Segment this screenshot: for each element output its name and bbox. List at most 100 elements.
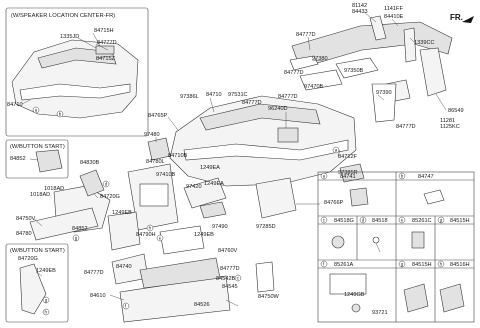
svg-text:f: f <box>323 262 325 267</box>
label-84710: 84710 <box>206 92 222 98</box>
center-fascia-opening <box>139 183 169 207</box>
label-97531C: 97531C <box>228 92 248 98</box>
label-84777D-g: 84777D <box>220 266 240 272</box>
label-84710-inset: 84710 <box>7 102 23 108</box>
callout-circles: a d e c f g h <box>72 146 340 310</box>
label-84710B: 84710B <box>168 153 188 159</box>
label-84720G: 84720G <box>100 194 120 200</box>
parts-cell-c: c 84518G <box>320 216 354 249</box>
parts-cell-e: e 85261C <box>398 216 432 249</box>
cross-bar-support <box>419 47 447 97</box>
svg-text:d: d <box>362 218 365 223</box>
label-97420: 97420 <box>186 184 202 190</box>
glove-box-frame <box>255 177 297 219</box>
main-labels: 81142 84433 1141FF 84410E 1339CC 84777D … <box>16 3 464 308</box>
part-code-f-sub1: 1249GB <box>344 292 365 298</box>
label-84777D-f: 84777D <box>84 270 104 276</box>
inset-button1-frame <box>5 139 69 179</box>
inset-button1-title: (W/BUTTON START) <box>10 144 65 150</box>
label-1249EA-b: 1249EA <box>204 181 224 187</box>
clip-84741-icon <box>349 187 369 207</box>
inset-speaker-location: (W/SPEAKER LOCATION CENTER-FR) 1335JD 84… <box>5 7 149 137</box>
part-code-g-top: 84515H <box>450 218 470 224</box>
duct-97380 <box>289 55 319 71</box>
lower-panel-bracket <box>19 263 47 315</box>
duct-97470B <box>299 69 343 91</box>
parts-cell-g2: g 84515H <box>398 260 432 313</box>
label-1249EA-a: 1249EA <box>200 165 220 171</box>
crash-pad-upper <box>199 103 321 131</box>
svg-text:h: h <box>149 226 152 231</box>
svg-text:f: f <box>125 304 127 309</box>
svg-text:c: c <box>237 276 240 281</box>
label-97285D: 97285D <box>256 224 276 230</box>
crash-pad-main <box>147 95 365 187</box>
label-97470B: 97470B <box>304 84 324 90</box>
label-81142: 81142 <box>352 3 367 9</box>
crash-pad-lower-rim-main <box>183 139 349 161</box>
cross-bar-bracket-top <box>369 15 387 41</box>
duct-97350B <box>335 57 379 79</box>
label-97480: 97480 <box>144 132 160 138</box>
label-84610: 84610 <box>90 293 106 299</box>
label-84712F: 84712F <box>338 154 358 160</box>
cross-bar-bracket-mid <box>403 27 417 63</box>
duct-97390 <box>371 83 397 123</box>
fr-arrow-icon <box>462 16 474 23</box>
lower-panel-84790H <box>107 211 141 251</box>
part-code-d: 84518 <box>372 218 388 224</box>
cowl-cross-bar-assembly <box>289 15 453 123</box>
inset-speaker-frame <box>5 7 149 137</box>
glove-box-upper <box>139 257 221 289</box>
label-plate-85261A-icon <box>329 273 367 295</box>
part-code-f: 85261A <box>334 262 354 268</box>
part-code-g: 84515H <box>412 262 432 268</box>
inset-button2-frame <box>5 243 69 323</box>
label-84750W: 84750W <box>258 294 280 300</box>
part-code-a: 84741 <box>340 174 356 180</box>
label-84790H: 84790H <box>136 232 156 238</box>
svg-text:g: g <box>440 218 443 223</box>
label-97380: 97380 <box>312 56 328 62</box>
svg-text:g: g <box>75 236 78 241</box>
label-1125KC: 1125KC <box>440 124 460 130</box>
part-code-f-sub2: 93721 <box>372 310 388 316</box>
label-84777D-inset: 84777D <box>97 40 117 46</box>
svg-text:e: e <box>401 218 404 223</box>
label-84777D-e: 84777D <box>242 100 262 106</box>
side-vent-left <box>147 137 171 161</box>
under-cover-84750V <box>29 207 99 241</box>
knee-bolster <box>79 169 105 197</box>
label-96240D: 96240D <box>268 106 288 112</box>
part-code-h: 84516H <box>450 262 470 268</box>
label-84715H: 84715H <box>94 28 114 34</box>
label-84715Z: 84715Z <box>96 56 116 62</box>
label-1335JD: 1335JD <box>60 34 79 40</box>
lower-assemblies <box>29 163 297 323</box>
front-direction-indicator: FR. <box>450 13 474 23</box>
grommet-84518G-icon <box>331 235 345 249</box>
label-97490: 97490 <box>212 224 228 230</box>
label-97350B: 97350B <box>344 68 364 74</box>
switch-93721-icon <box>351 303 361 313</box>
parts-cell-d: d 84518 <box>359 216 388 253</box>
inset-button-start-1: (W/BUTTON START) 84852 <box>5 139 69 179</box>
inset-button-start-2: (W/BUTTON START) 84720G 1249EB g h <box>5 243 69 323</box>
parts-cell-h: h 84516H <box>437 260 470 313</box>
label-97410B: 97410B <box>156 172 176 178</box>
label-1249EB-inset: 1249EB <box>36 268 56 274</box>
label-1018AD-a: 1018AD <box>44 186 64 192</box>
svg-text:a: a <box>335 148 338 153</box>
svg-text:g: g <box>45 298 48 303</box>
svg-text:a: a <box>323 174 326 179</box>
svg-text:g: g <box>401 262 404 267</box>
center-vent-frame <box>277 127 299 143</box>
label-84777D-a: 84777D <box>296 32 316 38</box>
inset-speaker-title: (W/SPEAKER LOCATION CENTER-FR) <box>11 13 115 19</box>
leader-lines <box>33 11 447 307</box>
svg-text:d: d <box>105 182 108 187</box>
vent-97420 <box>199 201 227 219</box>
parts-table: a 84741 b 84747 c 84518G d 84518 e 85261… <box>317 171 475 323</box>
label-97390: 97390 <box>376 90 392 96</box>
fr-label: FR. <box>450 13 463 22</box>
